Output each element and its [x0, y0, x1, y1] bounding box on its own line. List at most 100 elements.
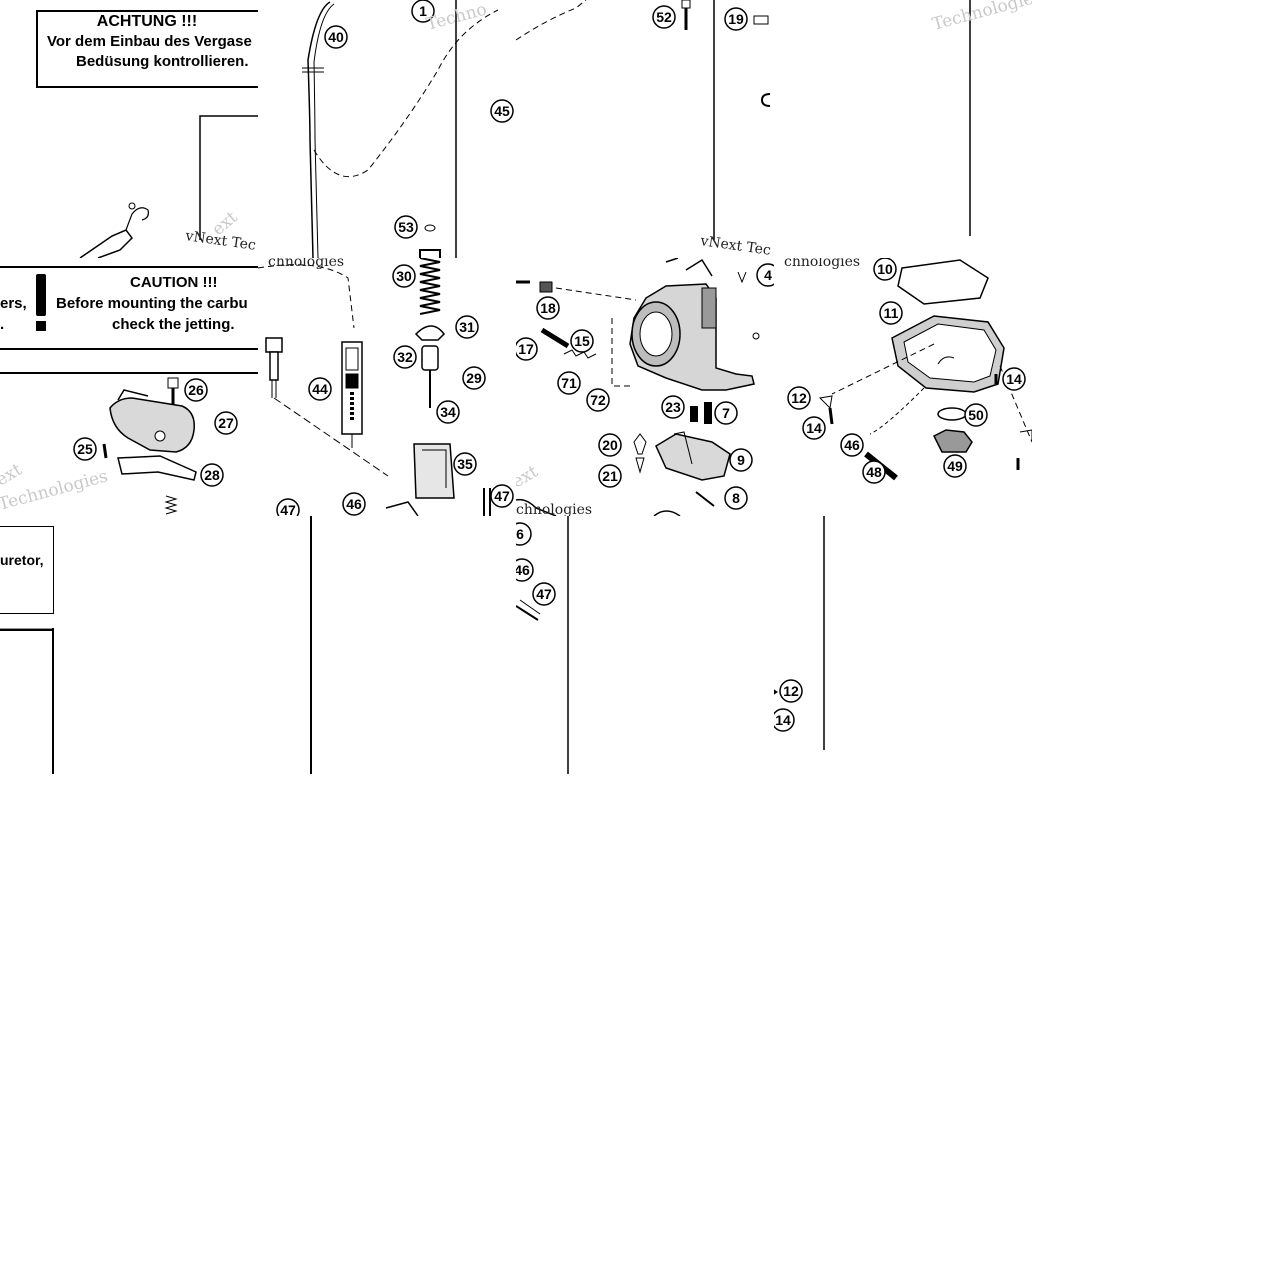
- watermark-cl: chnologies: [268, 258, 344, 270]
- watermark-tr: Technologies: [930, 0, 1032, 35]
- tile-lower-mid-left: [258, 516, 516, 774]
- svg-text:18: 18: [540, 300, 556, 316]
- callout-25: 25: [73, 437, 97, 461]
- tile-lower-right: 12 14: [774, 516, 1032, 774]
- svg-text:6: 6: [516, 526, 524, 542]
- watermark-rm: chnologies: [784, 258, 860, 270]
- svg-text:52: 52: [656, 9, 672, 25]
- callout-15: 15: [570, 329, 594, 353]
- tile-center-left: 30 31 32 29 34 44 35 46: [258, 258, 516, 516]
- callout-47: 47: [276, 498, 300, 516]
- svg-text:32: 32: [397, 349, 413, 365]
- svg-text:7: 7: [722, 405, 730, 421]
- callout-17: 17: [516, 337, 538, 361]
- warning-line1-german: Vor dem Einbau des Vergase: [47, 33, 252, 50]
- callout-46b: 46: [840, 433, 864, 457]
- svg-text:21: 21: [602, 468, 618, 484]
- tile-top-left: ACHTUNG !!! Vor dem Einbau des Vergase B…: [0, 0, 258, 258]
- svg-text:11: 11: [884, 305, 899, 321]
- callout-49: 49: [943, 454, 967, 478]
- callout-72: 72: [586, 388, 610, 412]
- callout-30: 30: [392, 264, 416, 288]
- callout-47c: 47: [532, 582, 556, 606]
- svg-text:34: 34: [440, 404, 456, 420]
- svg-text:1: 1: [419, 3, 427, 19]
- diagram-fragment-cl: 30 31 32 29 34 44 35 46: [258, 258, 514, 516]
- callout-21: 21: [598, 464, 622, 488]
- svg-text:23: 23: [665, 399, 681, 415]
- callout-27: 27: [214, 411, 238, 435]
- divider-line: [0, 372, 258, 374]
- callout-44: 44: [308, 377, 332, 401]
- watermark-cr: ext: [516, 462, 542, 493]
- callout-28: 28: [200, 463, 224, 487]
- diagram-fragment-tl: vNext Tec ext: [79, 115, 258, 258]
- svg-text:28: 28: [204, 467, 220, 483]
- callout-14c: 14: [774, 708, 795, 732]
- tile-top-right: Technologies: [774, 0, 1032, 258]
- callout-50: 50: [964, 403, 988, 427]
- diagram-fragment-tml: 40 1 45 53 Techno: [302, 0, 514, 258]
- callout-29: 29: [462, 366, 486, 390]
- svg-text:46: 46: [844, 437, 860, 453]
- diagram-fragment-lr: 12 14: [774, 516, 825, 750]
- tile-lower-mid-right: 6 46 47: [516, 516, 774, 774]
- callout-18: 18: [536, 296, 560, 320]
- svg-text:15: 15: [574, 333, 590, 349]
- warning-line1-prefix-english: ers,: [0, 295, 27, 312]
- svg-text:26: 26: [188, 382, 204, 398]
- svg-text:12: 12: [791, 390, 807, 406]
- callout-19: 19: [724, 7, 748, 31]
- callout-52: 52: [652, 5, 676, 29]
- svg-text:47: 47: [494, 488, 510, 504]
- svg-text:20: 20: [602, 437, 618, 453]
- svg-text:14: 14: [806, 420, 822, 436]
- watermark-vnext-tmr: vNext Tec: [698, 233, 771, 258]
- svg-text:17: 17: [518, 341, 534, 357]
- svg-text:30: 30: [396, 268, 412, 284]
- tile-lower-left: uretor,: [0, 516, 258, 774]
- callout-48: 48: [862, 460, 886, 484]
- exclamation-dot: [36, 321, 46, 331]
- svg-text:35: 35: [457, 456, 473, 472]
- callout-47b: 47: [490, 484, 514, 508]
- callout-53: 53: [394, 215, 418, 239]
- callout-35: 35: [453, 452, 477, 476]
- diagram-fragment-tmr: 52 19 vNext Tec: [516, 0, 772, 258]
- svg-text:53: 53: [398, 219, 414, 235]
- callout-1: 1: [411, 0, 435, 23]
- callout-12: 12: [787, 386, 811, 410]
- diagram-fragment-rm: 10 11 12 14 14 46 50 48: [784, 258, 1032, 484]
- frame-line-b: [0, 629, 53, 631]
- svg-text:29: 29: [466, 370, 482, 386]
- svg-text:50: 50: [968, 407, 984, 423]
- warning-heading-german: ACHTUNG !!!: [96, 13, 198, 30]
- svg-text:47: 47: [536, 586, 552, 602]
- svg-text:46: 46: [516, 562, 530, 578]
- svg-text:49: 49: [947, 458, 963, 474]
- callout-45: 45: [490, 99, 514, 123]
- callout-31: 31: [455, 315, 479, 339]
- callout-14: 14: [1002, 367, 1026, 391]
- callout-10: 10: [873, 258, 897, 281]
- warning-line2-german: Bedüsung kontrollieren.: [76, 53, 249, 70]
- svg-text:19: 19: [728, 11, 744, 27]
- svg-text:14: 14: [775, 712, 791, 728]
- watermark-cr-b: chnologies: [516, 502, 592, 516]
- callout-34: 34: [436, 400, 460, 424]
- callout-6: 6: [516, 522, 532, 546]
- diagram-fragment-cr: 18 17 15 71 72 23 7 20: [516, 258, 774, 516]
- svg-text:48: 48: [866, 464, 882, 480]
- tile-mid-left: ers, . CAUTION !!! Before mounting the c…: [0, 258, 258, 516]
- callout-4: 4: [756, 263, 774, 287]
- svg-text:8: 8: [732, 490, 740, 506]
- tile-right-mid: 10 11 12 14 14 46 50 48: [774, 258, 1032, 516]
- callout-7: 7: [714, 401, 738, 425]
- callout-71: 71: [557, 371, 581, 395]
- warning-line1-english: Before mounting the carbu: [56, 295, 248, 312]
- callout-11: 11: [879, 301, 903, 325]
- svg-text:40: 40: [328, 29, 344, 45]
- callout-9: 9: [729, 448, 753, 472]
- svg-text:46: 46: [346, 496, 362, 512]
- tile-center-right: 18 17 15 71 72 23 7 20: [516, 258, 774, 516]
